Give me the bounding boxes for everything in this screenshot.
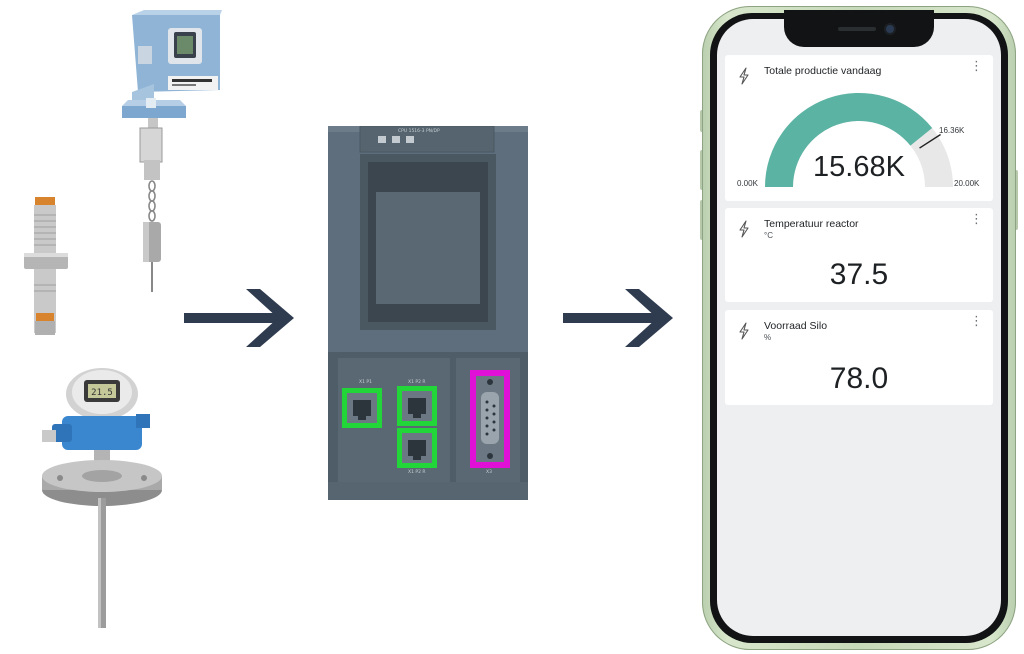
widget-title: Voorraad Silo	[764, 320, 828, 332]
widget-title: Temperatuur reactor	[764, 218, 859, 230]
widget-reactor-temperature[interactable]: Temperatuur reactor °C ⋮ 37.5	[725, 208, 993, 302]
port-label-x1p2-top: X1 P2 R	[408, 379, 426, 385]
widget-unit: °C	[764, 231, 773, 240]
front-camera	[886, 25, 894, 33]
gauge-fill	[765, 92, 933, 187]
port-label-x1p2-bottom: X1 P2 R	[408, 469, 426, 475]
silo-value: 78.0	[829, 362, 889, 395]
widget-title: Totale productie vandaag	[764, 65, 882, 77]
production-gauge	[765, 92, 953, 187]
phone-power-button	[1014, 170, 1018, 230]
transmitter-display-text: 21.5	[91, 388, 113, 398]
arrow-right-icon	[563, 289, 673, 347]
serial-port-x3	[470, 370, 510, 468]
temperature-value: 37.5	[829, 258, 889, 291]
plc-cpu-module-image: CPU 1516-3 PN/DP X1 P1 X1 P2 R X1 P2 R X…	[328, 126, 528, 500]
phone-speaker	[838, 27, 876, 31]
float-level-switch-image	[122, 10, 222, 292]
kebab-menu-icon[interactable]: ⋮	[970, 313, 983, 328]
lightning-bolt-icon	[739, 67, 749, 85]
widget-production-gauge[interactable]: Totale productie vandaag ⋮ 15.68K 0.00K …	[725, 55, 993, 201]
gauge-target-marker	[919, 133, 941, 149]
gauge-max-label: 20.00K	[954, 179, 980, 188]
proximity-sensor-image	[24, 197, 68, 335]
gauge-min-label: 0.00K	[737, 179, 758, 188]
kebab-menu-icon[interactable]: ⋮	[970, 58, 983, 73]
plc-model-label: CPU 1516-3 PN/DP	[398, 128, 440, 134]
widget-silo-stock[interactable]: Voorraad Silo % ⋮ 78.0	[725, 310, 993, 405]
lightning-bolt-icon	[739, 322, 749, 340]
widget-unit: %	[764, 333, 772, 342]
arrow-right-icon	[184, 289, 294, 347]
lightning-bolt-icon	[739, 220, 749, 238]
ethernet-port-x1p1	[342, 388, 382, 428]
kebab-menu-icon[interactable]: ⋮	[970, 211, 983, 226]
temperature-transmitter-image: 21.5	[42, 368, 162, 628]
ethernet-port-x1p2-top	[397, 386, 437, 426]
gauge-marker-label: 16.36K	[939, 126, 965, 135]
port-label-x3: X3	[486, 469, 492, 475]
gauge-value: 15.68K	[813, 151, 905, 183]
ethernet-port-x1p2-bottom	[397, 428, 437, 468]
port-label-x1p1: X1 P1	[359, 379, 372, 385]
